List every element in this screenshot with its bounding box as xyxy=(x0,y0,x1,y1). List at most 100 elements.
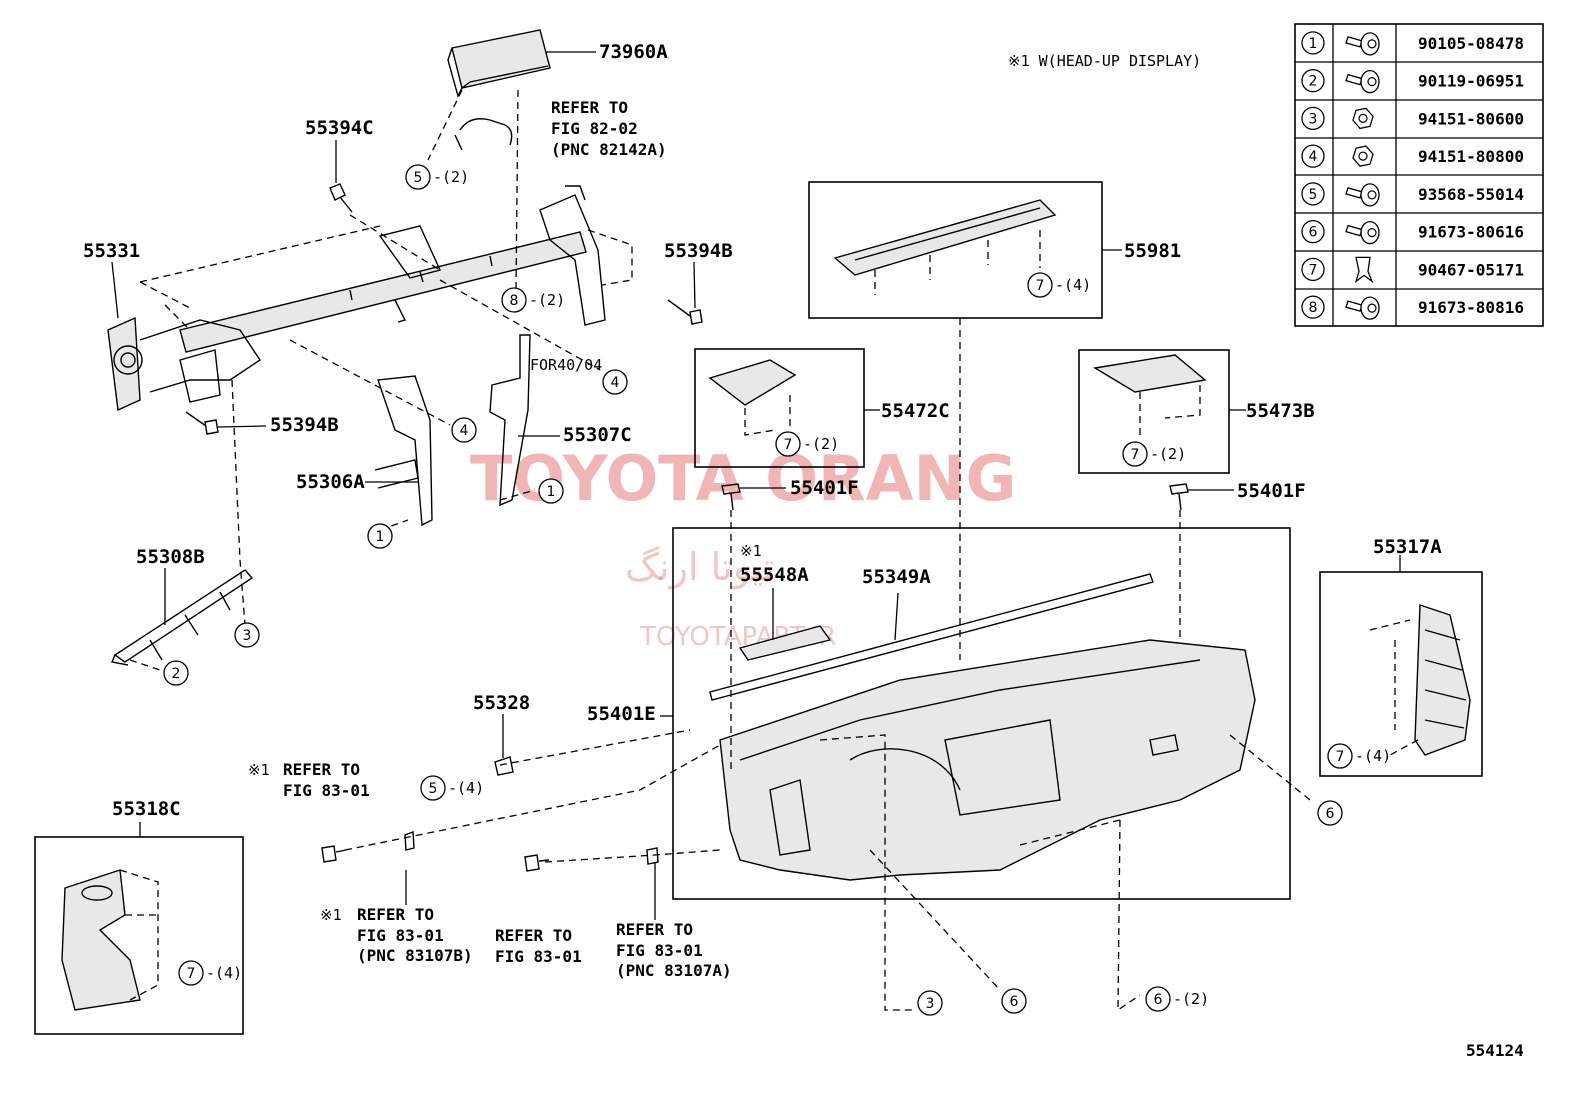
label-55472C: 55472C xyxy=(881,400,950,422)
part-box-55981 xyxy=(808,181,1122,319)
fastener-number: 2 xyxy=(1309,74,1318,90)
fastener-number-circle xyxy=(1301,31,1325,55)
fastener-number-circle xyxy=(1301,68,1325,93)
callout-c4-a[interactable]: 4 xyxy=(602,369,628,395)
label-55981: 55981 xyxy=(1124,240,1181,262)
label-55306A: 55306A xyxy=(296,471,365,493)
callout-quantity: -(4) xyxy=(206,964,242,982)
svg-text:REFER TO: REFER TO xyxy=(551,98,628,117)
callout-number: 2 xyxy=(172,666,181,682)
ref-fig-83-01-c[interactable]: REFER TO FIG 83-01 xyxy=(495,926,582,966)
callout-c2-a[interactable]: 2 xyxy=(163,660,189,686)
reference-notes: REFER TO FIG 82-02 (PNC 82142A) ※1 REFER… xyxy=(248,98,732,980)
fastener-part-number: 93568-55014 xyxy=(1418,185,1524,204)
fastener-part-number: 90467-05171 xyxy=(1418,260,1524,279)
part-labels: 73960A 55394C 55331 55394B 55394B 55307C… xyxy=(83,41,1524,1060)
label-55308B: 55308B xyxy=(136,546,205,568)
callout-number: 3 xyxy=(926,996,935,1012)
callout-c7-55317A[interactable]: 7 -(4) xyxy=(1327,743,1391,769)
label-55401F-right: 55401F xyxy=(1237,480,1306,502)
callout-c7-55473B[interactable]: 7-(2) xyxy=(1122,441,1186,467)
fastener-number-circle xyxy=(1301,295,1325,319)
label-55394B-left: 55394B xyxy=(270,414,339,436)
callout-c6-right[interactable]: 6 xyxy=(1317,800,1343,826)
callout-number: 1 xyxy=(547,484,556,500)
svg-text:REFER TO: REFER TO xyxy=(283,760,360,779)
reinforcement-assembly-55331: FOR40/04 xyxy=(107,29,703,666)
callout-c3-b[interactable]: 3 xyxy=(917,990,943,1016)
part-box-55317A xyxy=(1319,555,1483,777)
callout-quantity: -(2) xyxy=(1173,990,1209,1008)
nut-icon xyxy=(1352,107,1374,130)
callout-number: 5 xyxy=(414,170,423,186)
callout-circle xyxy=(178,960,204,986)
callout-c6-2[interactable]: 6-(2) xyxy=(1145,986,1209,1012)
svg-text:FIG 83-01: FIG 83-01 xyxy=(495,947,582,966)
callout-quantity: -(4) xyxy=(1355,747,1391,765)
label-55401E: 55401E xyxy=(587,703,656,725)
callout-c6-b[interactable]: 6 xyxy=(1001,988,1027,1014)
screw-icon xyxy=(1345,183,1380,207)
fastener-number-circle xyxy=(1301,182,1325,206)
callout-number: 4 xyxy=(460,423,469,439)
fastener-part-number: 91673-80616 xyxy=(1418,223,1524,242)
fastener-number: 8 xyxy=(1309,300,1318,316)
nut-icon xyxy=(1352,145,1374,167)
callout-c7-55981[interactable]: 7-(4) xyxy=(1027,272,1091,298)
label-73960A: 73960A xyxy=(599,41,668,63)
loose-fasteners xyxy=(321,756,659,872)
ref-fig-82-02[interactable]: REFER TO FIG 82-02 (PNC 82142A) xyxy=(551,98,667,159)
callout-circle xyxy=(163,660,189,686)
fastener-number-circle xyxy=(1301,144,1325,168)
ref-fig-83-01-b[interactable]: REFER TO FIG 83-01 (PNC 83107B) xyxy=(357,905,473,965)
fastener-number: 3 xyxy=(1309,111,1318,127)
leader-lines-top-left xyxy=(129,89,633,671)
svg-text:REFER TO: REFER TO xyxy=(616,920,693,939)
label-55318C: 55318C xyxy=(112,798,181,820)
fastener-part-number: 90105-08478 xyxy=(1418,34,1524,53)
callout-c7-55318C[interactable]: 7-(4) xyxy=(178,960,242,986)
callout-circle xyxy=(501,287,527,313)
svg-text:REFER TO: REFER TO xyxy=(495,926,572,945)
callout-circle xyxy=(367,523,393,549)
callout-c5-2[interactable]: 5-(2) xyxy=(405,164,469,190)
callout-c4-b[interactable]: 4 xyxy=(451,417,477,443)
callout-c7-55472C[interactable]: 7-(2) xyxy=(775,431,839,457)
callout-number: 8 xyxy=(510,293,519,309)
callout-circle xyxy=(405,164,431,190)
svg-text:(PNC 83107A): (PNC 83107A) xyxy=(616,961,732,980)
ref-fig-83-01-a[interactable]: REFER TO FIG 83-01 xyxy=(283,760,370,800)
callout-circle xyxy=(538,478,564,504)
fastener-number-circle xyxy=(1301,106,1325,131)
callout-c5-4[interactable]: 5-(4) xyxy=(420,775,484,801)
svg-text:(PNC 83107B): (PNC 83107B) xyxy=(357,946,473,965)
callout-c1-a[interactable]: 1 xyxy=(367,523,393,549)
head-up-display-note: ※1 W(HEAD-UP DISPLAY) xyxy=(1008,52,1201,70)
callout-number: 4 xyxy=(611,375,620,391)
bolt-washer-icon xyxy=(1345,220,1380,245)
callout-c8-2[interactable]: 8-(2) xyxy=(501,287,565,313)
fastener-row-2[interactable]: 2 90119-06951 xyxy=(1301,68,1524,94)
label-55548A: 55548A xyxy=(740,564,809,586)
callout-quantity: -(2) xyxy=(803,435,839,453)
ref-fig-83-01-d[interactable]: REFER TO FIG 83-01 (PNC 83107A) xyxy=(616,920,732,980)
label-55331: 55331 xyxy=(83,240,140,262)
fastener-row-3[interactable]: 3 94151-80600 xyxy=(1301,106,1524,131)
label-55394C: 55394C xyxy=(305,117,374,139)
fastener-number-circle xyxy=(1301,257,1325,282)
callout-circle xyxy=(1001,988,1027,1014)
callout-number: 7 xyxy=(1336,749,1345,765)
callout-circle xyxy=(234,622,260,648)
fastener-part-number: 90119-06951 xyxy=(1418,72,1524,91)
callout-c1-b[interactable]: 1 xyxy=(538,478,564,504)
fastener-part-number: 94151-80600 xyxy=(1418,109,1524,128)
callout-c3-a[interactable]: 3 xyxy=(234,622,260,648)
